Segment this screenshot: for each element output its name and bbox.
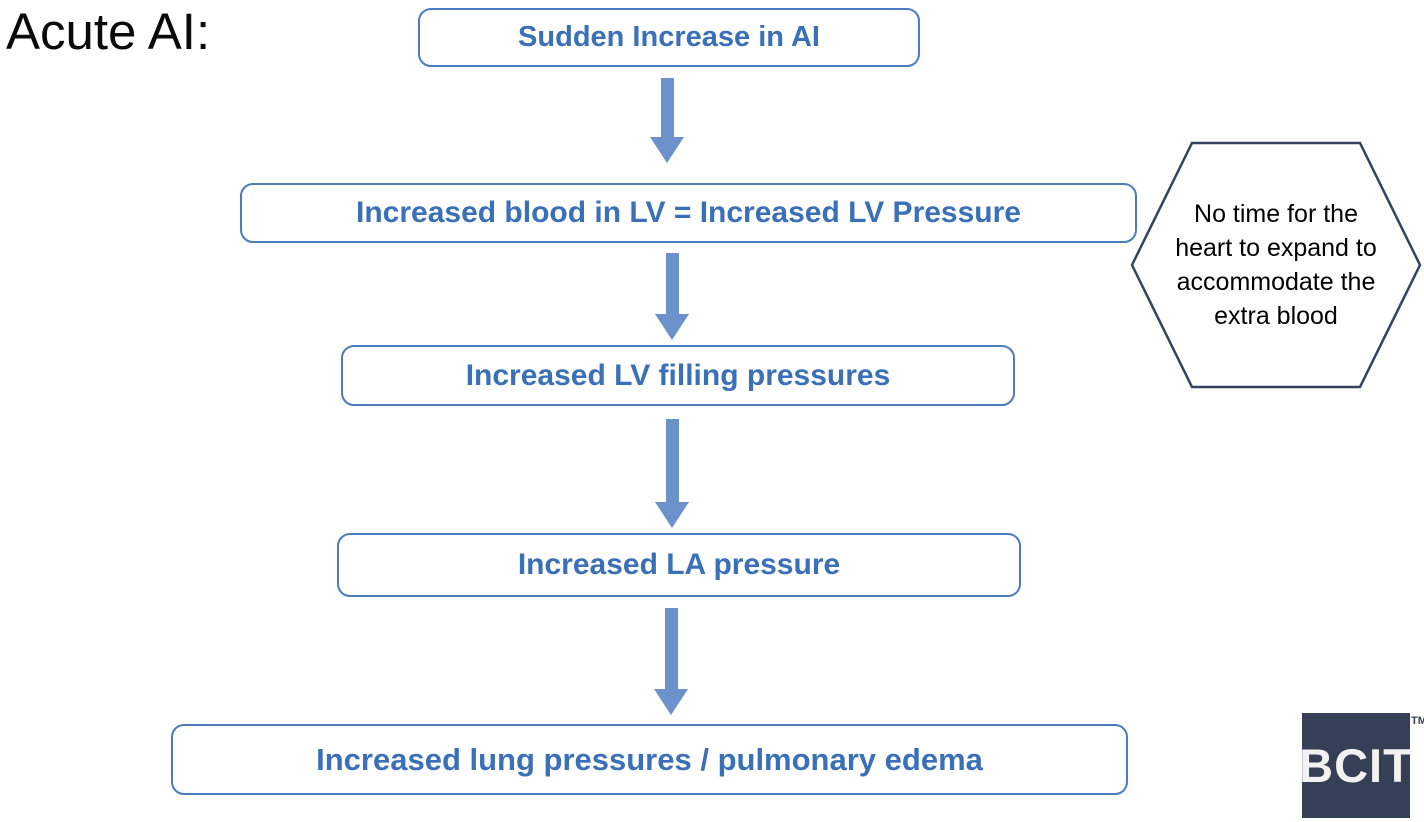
flow-box-label: Sudden Increase in AI [518, 21, 820, 53]
arrow-head [655, 502, 689, 528]
arrow-head [654, 689, 688, 715]
arrow-shaft [665, 419, 679, 502]
callout-hexagon: No time for the heart to expand to accom… [1130, 140, 1422, 390]
callout-line: heart to expand to [1175, 234, 1377, 262]
down-arrow-2 [655, 253, 689, 340]
flow-box-increased-blood-in-lv: Increased blood in LV = Increased LV Pre… [240, 183, 1137, 243]
arrow-head [655, 314, 689, 340]
flow-box-label: Increased LV filling pressures [465, 358, 891, 392]
bcit-logo-square: BCIT [1299, 713, 1413, 818]
arrow-shaft [665, 253, 679, 314]
arrow-head [650, 137, 684, 163]
flow-box-label: Increased lung pressures / pulmonary ede… [316, 741, 983, 777]
arrow-shaft [664, 608, 678, 689]
flow-box-increased-la-pressure: Increased LA pressure [337, 533, 1021, 597]
callout-text: No time for the heart to expand to accom… [1166, 140, 1386, 390]
flow-box-increased-lv-filling-pressures: Increased LV filling pressures [341, 345, 1015, 406]
flow-box-label: Increased LA pressure [517, 548, 841, 581]
page-title: Acute AI: [6, 3, 211, 60]
flow-box-increased-lung-pressures: Increased lung pressures / pulmonary ede… [171, 724, 1128, 795]
callout-line: extra blood [1214, 302, 1338, 330]
down-arrow-1 [650, 78, 684, 163]
arrow-shaft [660, 78, 674, 137]
bcit-logo-text: BCIT [1299, 739, 1413, 792]
bcit-logo: BCIT TM [1299, 713, 1424, 819]
flow-box-sudden-increase-in-ai: Sudden Increase in AI [418, 8, 920, 67]
hexagon-shape-icon [1130, 141, 1422, 389]
down-arrow-3 [655, 419, 689, 528]
down-arrow-4 [654, 608, 688, 715]
flow-box-label: Increased blood in LV = Increased LV Pre… [356, 196, 1021, 229]
callout-line: accommodate the [1176, 268, 1376, 296]
trademark-symbol: TM [1411, 715, 1424, 727]
callout-line: No time for the [1194, 200, 1358, 228]
